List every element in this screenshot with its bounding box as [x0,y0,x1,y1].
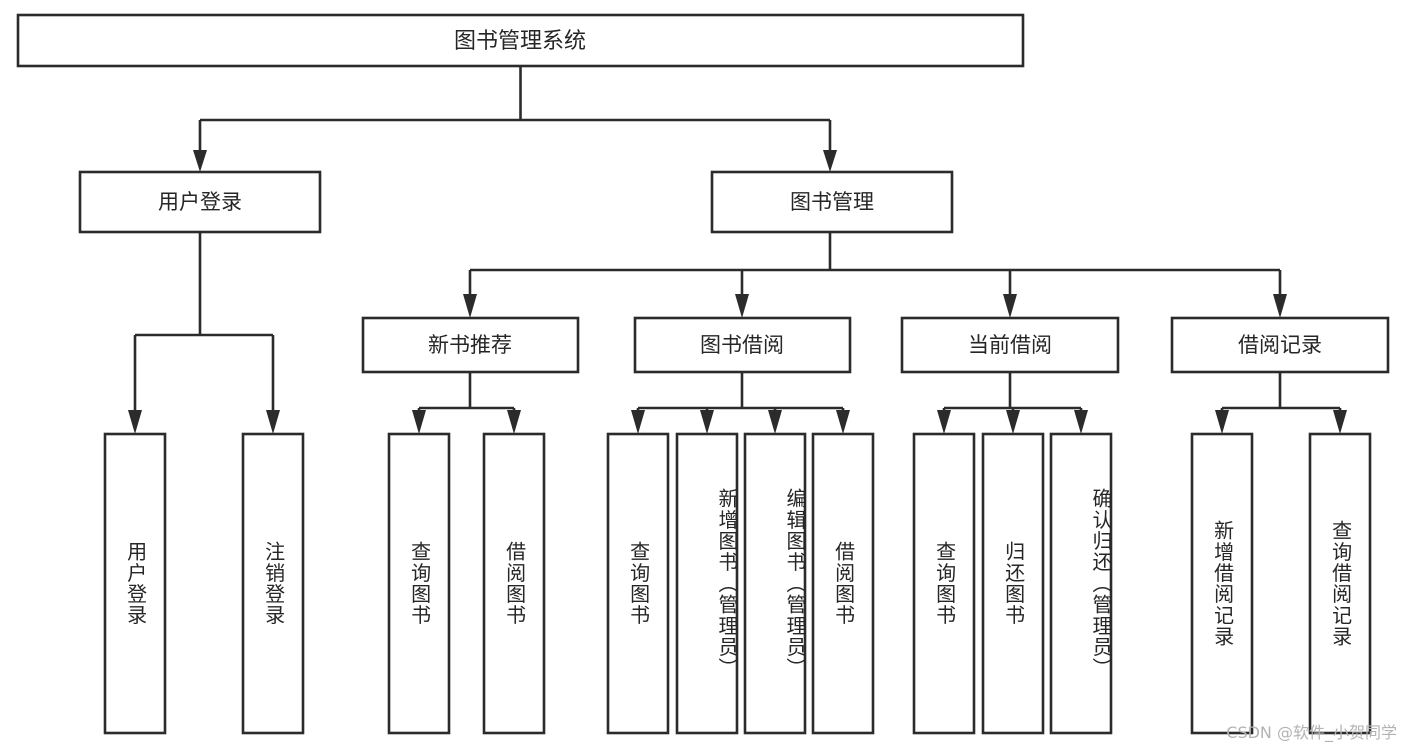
leaf-box-borrow-book-2[interactable] [811,432,875,735]
node-new-book-rec-box[interactable] [361,316,580,374]
node-book-manage[interactable]: 图书管理 [710,170,954,234]
arrow-book-borrow-leaf-4 [836,410,850,434]
node-book-borrow-label: 图书借阅 [700,333,784,357]
node-book-manage-label: 图书管理 [790,190,874,214]
leaf-box-borrow-book-1[interactable] [482,432,546,735]
arrow-new-book-rec-leaf-1 [412,410,426,434]
connector-group-book-borrow [631,372,850,434]
node-book-borrow[interactable]: 图书借阅 [633,316,852,374]
node-user-login-label: 用户登录 [158,190,242,214]
arrow-new-book-rec-leaf-2 [507,410,521,434]
leaf-box-query-record[interactable] [1308,432,1372,735]
node-borrow-record[interactable]: 借阅记录 [1170,316,1390,374]
node-user-login[interactable]: 用户登录 [78,170,322,234]
connector-group-book-manage [463,232,1287,318]
arrow-book-borrow-leaf-3 [768,410,782,434]
arrow-current-borrow-leaf-1 [937,410,951,434]
leaf-box-edit-book[interactable] [743,432,807,735]
leaf-box-return-book[interactable] [981,432,1045,735]
arrow-to-borrow-record [1273,294,1287,318]
node-current-borrow[interactable]: 当前借阅 [900,316,1120,374]
node-current-borrow-box[interactable] [900,316,1120,374]
arrow-user-login-leaf-1 [128,410,142,434]
leaf-box-logout[interactable] [241,432,305,735]
node-book-borrow-box[interactable] [633,316,852,374]
connector-group-new-book-rec [412,372,521,434]
node-borrow-record-box[interactable] [1170,316,1390,374]
connector-group-current-borrow [937,372,1088,434]
arrow-root-to-book-manage [823,150,837,172]
arrow-to-book-borrow [735,294,749,318]
arrow-current-borrow-leaf-2 [1006,410,1020,434]
node-root[interactable]: 图书管理系统 [16,13,1025,68]
leaf-box-user-login[interactable] [103,432,167,735]
leaf-box-query-book-1[interactable] [387,432,451,735]
node-user-login-box[interactable] [78,170,322,234]
arrow-current-borrow-leaf-3 [1074,410,1088,434]
node-root-label: 图书管理系统 [454,29,586,54]
node-new-book-rec[interactable]: 新书推荐 [361,316,580,374]
arrow-book-borrow-leaf-1 [631,410,645,434]
arrow-borrow-record-leaf-2 [1333,410,1347,434]
leaf-box-add-book[interactable] [675,432,739,735]
arrow-borrow-record-leaf-1 [1215,410,1229,434]
arrow-to-current-borrow [1003,294,1017,318]
leaf-box-query-book-3[interactable] [912,432,976,735]
csdn-watermark: CSDN @软件_小贺同学 [1226,723,1397,742]
leaf-box-confirm-return[interactable] [1049,432,1113,735]
leaf-box-query-book-2[interactable] [606,432,670,735]
leaf-box-add-record[interactable] [1190,432,1254,735]
connector-group-user-login [128,232,280,434]
arrow-user-login-leaf-2 [266,410,280,434]
arrow-book-borrow-leaf-2 [700,410,714,434]
node-current-borrow-label: 当前借阅 [968,333,1052,357]
node-root-box[interactable] [16,13,1025,68]
arrow-to-new-book-rec [463,294,477,318]
connector-group-root [193,66,837,172]
node-new-book-rec-label: 新书推荐 [428,333,512,357]
arrow-root-to-user-login [193,150,207,172]
connector-group-borrow-record [1215,372,1347,434]
node-borrow-record-label: 借阅记录 [1238,333,1322,357]
node-book-manage-box[interactable] [710,170,954,234]
